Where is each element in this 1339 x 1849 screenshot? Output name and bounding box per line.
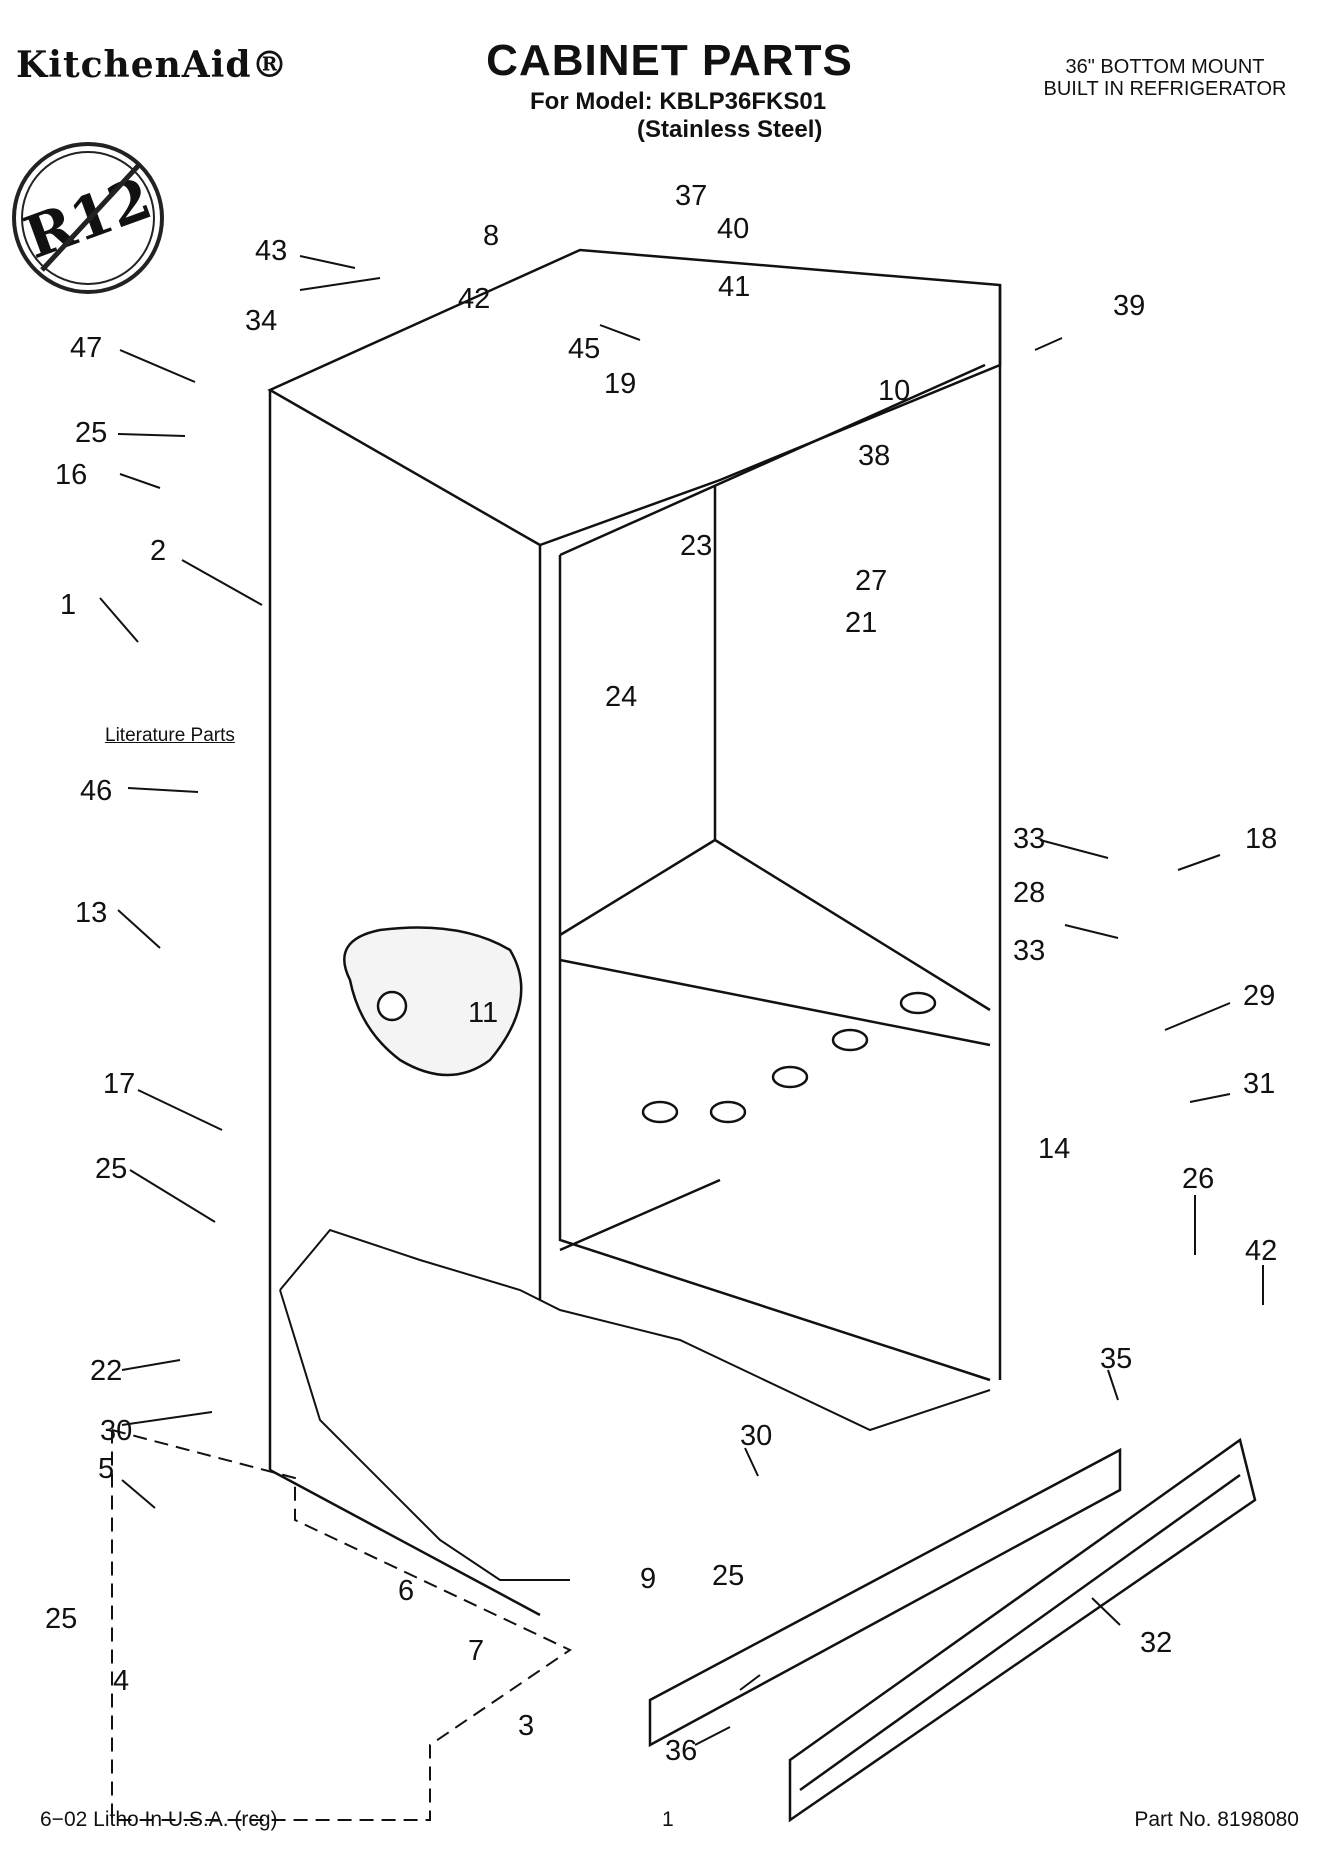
callout-17: 18: [1245, 823, 1277, 855]
callout-28: 28: [1013, 877, 1045, 909]
callout-29: 29: [1243, 980, 1275, 1012]
brand-logo: KitchenAid®: [16, 44, 289, 86]
callout-8: 8: [483, 220, 499, 252]
callout-25a: 25: [75, 417, 107, 449]
callout-33a: 33: [1013, 823, 1045, 855]
callout-9: 9: [640, 1563, 656, 1595]
callout-13: 13: [75, 897, 107, 929]
callout-3: 3: [518, 1710, 534, 1742]
callout-37: 39: [1113, 290, 1145, 322]
callout-44: 40: [717, 213, 749, 245]
callout-6: 6: [398, 1575, 414, 1607]
callout-7: 7: [468, 1635, 484, 1667]
footer-litho: 6−02 Litho In U.S.A. (rcg): [40, 1808, 278, 1831]
callout-10: 10: [878, 375, 910, 407]
callout-19: 21: [845, 607, 877, 639]
callout-25b: 25: [95, 1153, 127, 1185]
model-line: For Model: KBLP36FKS01: [530, 88, 827, 115]
footer-part-number: Part No. 8198080: [1134, 1808, 1299, 1831]
grille-assembly: [648, 1437, 1257, 1823]
callout-45: 41: [718, 271, 750, 303]
callout-23: 25: [712, 1560, 744, 1592]
callout-30a: 30: [100, 1415, 132, 1447]
callout-47: 47: [70, 332, 102, 364]
callout-labels: 37 8 40 43 41 42 34 39 47 45 19 10 25 38…: [45, 180, 1277, 1767]
cabinet-body: [267, 248, 1002, 1617]
literature-parts-label: Literature Parts: [105, 725, 235, 746]
callout-2: 2: [150, 535, 166, 567]
callout-40: 42: [458, 283, 490, 315]
footer-page-number: 1: [662, 1808, 674, 1831]
callout-43: 45: [568, 333, 600, 365]
callout-21: 22: [90, 1355, 122, 1387]
callout-34: 35: [1100, 1343, 1132, 1375]
callout-33b: 33: [1013, 935, 1045, 967]
callout-18: 19: [604, 368, 636, 400]
callout-5: 5: [98, 1453, 114, 1485]
callout-46: 46: [80, 775, 112, 807]
callout-41: 43: [255, 235, 287, 267]
product-type-line2: BUILT IN REFRIGERATOR: [1043, 78, 1287, 100]
callout-35: 36: [665, 1735, 697, 1767]
callout-36: 34: [245, 305, 277, 337]
finish-line: (Stainless Steel): [637, 116, 823, 143]
callout-14: 14: [1038, 1133, 1070, 1165]
leader-lines: [99, 255, 1264, 1746]
callout-24: 23: [680, 530, 712, 562]
callout-27: 27: [855, 565, 887, 597]
base-assembly-group: [111, 1429, 573, 1821]
callout-1: 1: [60, 589, 76, 621]
callout-42: 42: [1245, 1235, 1277, 1267]
callout-22: 24: [605, 681, 637, 713]
callout-39: 37: [675, 180, 707, 212]
no-r12-badge: R12: [12, 142, 164, 294]
callout-26: 26: [1182, 1163, 1214, 1195]
callout-4: 4: [113, 1665, 129, 1697]
callout-11: 11: [468, 997, 498, 1029]
page-title: CABINET PARTS: [486, 36, 853, 85]
callout-38: 38: [858, 440, 890, 472]
callout-30b: 30: [740, 1420, 772, 1452]
callout-25c: 25: [45, 1603, 77, 1635]
product-type-line1: 36" BOTTOM MOUNT: [1065, 56, 1265, 78]
callout-32: 32: [1140, 1627, 1172, 1659]
callout-16: 17: [103, 1068, 135, 1100]
callout-15: 16: [55, 459, 87, 491]
callout-31: 31: [1243, 1068, 1275, 1100]
